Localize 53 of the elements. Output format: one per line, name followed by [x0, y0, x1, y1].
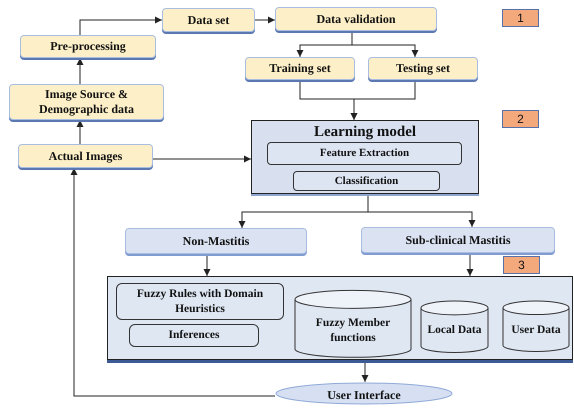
database-cylinder — [502, 300, 570, 352]
arrow — [352, 30, 418, 58]
box-label: User Data — [511, 322, 561, 338]
box-label: Classification — [334, 174, 398, 189]
arrow — [70, 168, 276, 396]
arrow — [350, 80, 416, 120]
rule-box — [129, 324, 259, 347]
box-label: Fuzzy Member functions — [314, 316, 392, 345]
process-box — [368, 57, 478, 80]
box-label: Inferences — [168, 328, 220, 343]
process-box — [9, 84, 164, 120]
box-label: Non-Mastitis — [182, 233, 250, 250]
arrow — [80, 16, 162, 36]
database-cylinder — [294, 289, 412, 358]
box-label: Testing set — [396, 61, 450, 76]
model-box — [251, 120, 479, 194]
step-box — [267, 142, 462, 165]
database-cylinder — [420, 300, 489, 353]
box-label: Training set — [269, 61, 331, 76]
box-label: Local Data — [428, 323, 482, 338]
interface-ellipse — [275, 382, 453, 407]
process-box — [275, 7, 437, 31]
result-box — [361, 227, 555, 253]
arrow — [368, 194, 476, 228]
box-label: Pre-processing — [50, 39, 126, 54]
heading: Learning model — [314, 123, 416, 142]
box-label: Feature Extraction — [320, 146, 410, 162]
stage-number-box — [502, 110, 539, 128]
panel-box — [107, 276, 573, 360]
stage-number-box — [503, 256, 540, 274]
box-label: Sub-clinical Mastitis — [405, 232, 510, 249]
box-label: Data validation — [316, 12, 396, 26]
box-label: Image Source & Demographic data — [38, 87, 135, 117]
process-box — [162, 8, 255, 32]
box-label: Actual Images — [48, 148, 122, 164]
arrow — [466, 252, 474, 276]
arrow — [152, 156, 252, 162]
box-label: 2 — [517, 111, 524, 128]
box-label: User Interface — [327, 386, 401, 404]
box-label: 1 — [517, 10, 524, 27]
box-label: Fuzzy Rules with Domain Heuristics — [136, 287, 264, 316]
arrow — [204, 254, 210, 276]
box-label: 3 — [518, 257, 525, 274]
process-box — [18, 144, 153, 168]
arrow — [76, 58, 84, 84]
arrow — [254, 16, 276, 24]
process-box — [20, 35, 156, 58]
box-label: Data set — [188, 12, 230, 28]
arrow — [76, 120, 84, 144]
result-box — [125, 228, 307, 254]
step-box — [293, 171, 440, 191]
process-box — [245, 57, 355, 80]
stage-number-box — [502, 9, 539, 27]
